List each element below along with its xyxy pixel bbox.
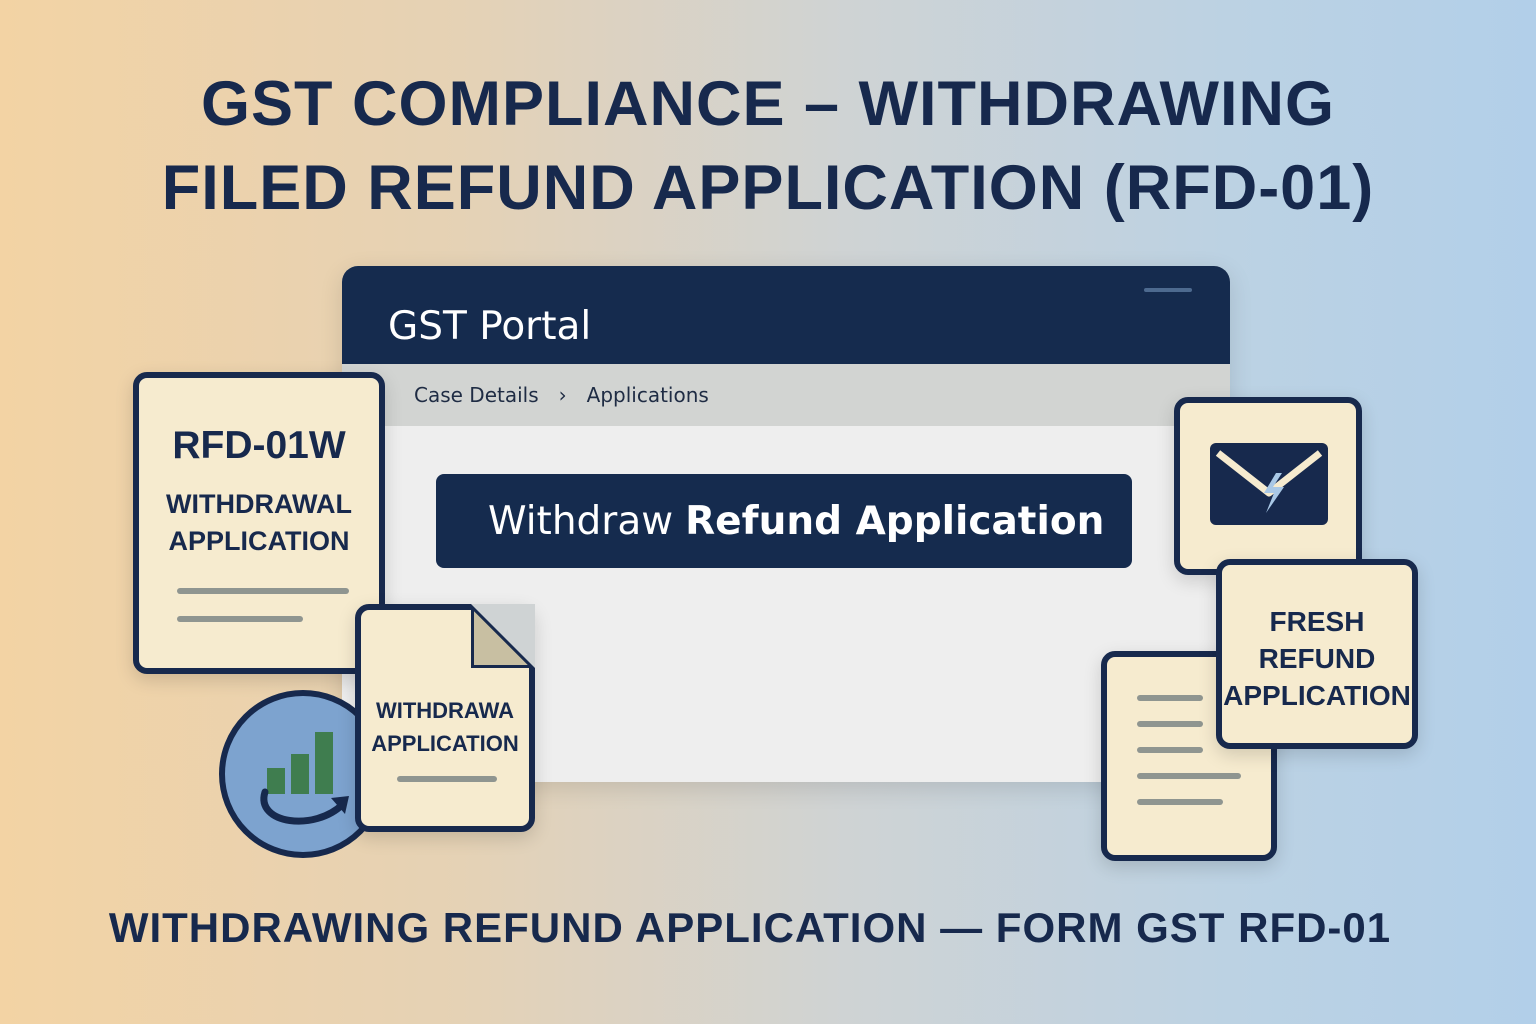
fold-doc-text: WITHDRAWA APPLICATION — [361, 694, 529, 760]
email-card — [1174, 397, 1362, 575]
title-line-1: GST COMPLIANCE – WITHDRAWING — [201, 69, 1335, 139]
email-lightning-icon — [1210, 443, 1328, 525]
rfd-sub-line-1: WITHDRAWAL — [166, 489, 352, 519]
breadcrumb-applications[interactable]: Applications — [586, 383, 709, 407]
text-line — [177, 616, 303, 622]
fresh-refund-card: FRESH REFUND APPLICATION — [1216, 559, 1418, 749]
withdrawal-document-card: WITHDRAWA APPLICATION — [355, 604, 535, 832]
folded-corner-icon — [471, 604, 535, 668]
fresh-line-2: REFUND — [1258, 643, 1376, 674]
withdraw-label: Withdraw — [488, 498, 674, 544]
rfd-sub-line-2: APPLICATION — [168, 526, 350, 556]
document-card — [1101, 651, 1277, 861]
withdraw-refund-application-button[interactable]: Withdraw Refund Application — [436, 474, 1132, 568]
refund-application-label: Refund Application — [685, 498, 1105, 544]
page-title: GST COMPLIANCE – WITHDRAWING FILED REFUN… — [0, 62, 1536, 230]
text-line — [1137, 747, 1203, 753]
refresh-arc — [260, 788, 347, 825]
text-line — [177, 588, 349, 594]
text-line — [1137, 773, 1241, 779]
fresh-refund-text: FRESH REFUND APPLICATION — [1222, 603, 1412, 714]
title-line-2: FILED REFUND APPLICATION (RFD-01) — [161, 153, 1375, 223]
portal-header: GST Portal — [342, 266, 1230, 364]
chart-bar — [291, 754, 309, 794]
footer-caption: WITHDRAWING REFUND APPLICATION — FORM GS… — [108, 904, 1392, 951]
breadcrumb-case-details[interactable]: Case Details — [414, 383, 539, 407]
rfd-code: RFD-01W — [172, 424, 346, 467]
text-line — [1137, 799, 1223, 805]
breadcrumb-separator: › — [558, 383, 567, 407]
chart-bar — [267, 768, 285, 794]
fold-doc-line-1: WITHDRAWA — [375, 698, 515, 723]
portal-title: GST Portal — [388, 304, 592, 349]
fold-doc-line-2: APPLICATION — [371, 731, 519, 756]
chart-refresh-svg — [260, 732, 349, 825]
rfd-01w-card: RFD-01W WITHDRAWAL APPLICATION — [133, 372, 385, 674]
chart-bar — [315, 732, 333, 794]
text-line — [397, 776, 497, 782]
fresh-line-3: APPLICATION — [1223, 680, 1411, 711]
breadcrumb: Case Details › Applications — [342, 364, 1230, 426]
text-line — [1137, 721, 1203, 727]
rfd-subtitle: WITHDRAWAL APPLICATION — [139, 486, 379, 560]
window-minimize-bar[interactable] — [1144, 288, 1192, 292]
text-line — [1137, 695, 1203, 701]
refresh-arrowhead — [331, 796, 349, 814]
fresh-line-1: FRESH — [1269, 606, 1365, 637]
